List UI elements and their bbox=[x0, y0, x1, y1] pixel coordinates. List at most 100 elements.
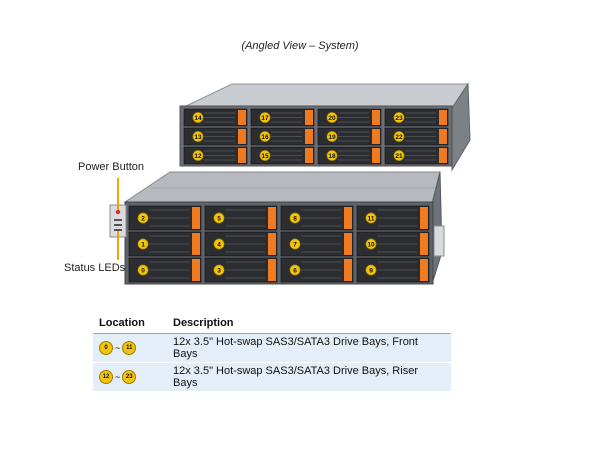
status-leds-label: Status LEDs bbox=[64, 262, 126, 274]
drive-bay[interactable]: 3 bbox=[204, 257, 278, 283]
table-row: 0~11 12x 3.5" Hot-swap SAS3/SATA3 Drive … bbox=[93, 333, 451, 363]
bay-number-badge bbox=[365, 238, 377, 250]
drive-release-handle[interactable] bbox=[420, 207, 428, 229]
bay-number-label: 21 bbox=[395, 153, 403, 160]
drive-bay[interactable]: 1 bbox=[128, 231, 202, 257]
bay-number-label: 1 bbox=[141, 241, 145, 248]
drive-release-handle[interactable] bbox=[238, 110, 246, 125]
drive-release-handle[interactable] bbox=[305, 129, 313, 144]
bay-number-badge bbox=[393, 150, 405, 162]
drive-release-handle[interactable] bbox=[372, 148, 380, 163]
right-rack-ear bbox=[433, 225, 445, 257]
drive-release-handle[interactable] bbox=[305, 110, 313, 125]
bay-number-label: 8 bbox=[293, 215, 297, 222]
bay-number-badge: 0 bbox=[99, 341, 113, 355]
description-header: Description bbox=[167, 313, 451, 334]
bay-number-badge bbox=[365, 264, 377, 276]
drive-release-handle[interactable] bbox=[372, 129, 380, 144]
range-separator: ~ bbox=[115, 343, 121, 353]
bay-number-label: 23 bbox=[395, 115, 403, 122]
bay-number-label: 2 bbox=[141, 215, 145, 222]
table-row: 12~23 12x 3.5" Hot-swap SAS3/SATA3 Drive… bbox=[93, 362, 451, 392]
bay-number-badge bbox=[393, 112, 405, 124]
bay-number-badge bbox=[289, 212, 301, 224]
bay-number-badge bbox=[192, 131, 204, 143]
bay-number-badge bbox=[259, 112, 271, 124]
drive-bay[interactable]: 0 bbox=[128, 257, 202, 283]
drive-release-handle[interactable] bbox=[439, 110, 447, 125]
drive-release-handle[interactable] bbox=[372, 110, 380, 125]
drive-bay[interactable]: 4 bbox=[204, 231, 278, 257]
status-led-indicator bbox=[114, 229, 122, 231]
bay-number-badge: 12 bbox=[99, 370, 113, 384]
drive-bay[interactable]: 12 bbox=[183, 146, 248, 165]
bay-number-badge bbox=[137, 212, 149, 224]
drive-bay[interactable]: 23 bbox=[384, 108, 449, 127]
power-button-icon[interactable] bbox=[115, 209, 121, 215]
drive-release-handle[interactable] bbox=[192, 207, 200, 229]
bay-number-label: 10 bbox=[367, 241, 375, 248]
drive-bay[interactable]: 10 bbox=[356, 231, 430, 257]
drive-bay[interactable]: 11 bbox=[356, 205, 430, 231]
drive-release-handle[interactable] bbox=[305, 148, 313, 163]
bay-number-badge: 11 bbox=[122, 341, 137, 355]
drive-bay[interactable]: 8 bbox=[280, 205, 354, 231]
drive-release-handle[interactable] bbox=[192, 259, 200, 281]
drive-release-handle[interactable] bbox=[439, 129, 447, 144]
bay-number-badge bbox=[213, 238, 225, 250]
bay-number-label: 13 bbox=[194, 134, 202, 141]
bay-number-label: 3 bbox=[217, 267, 221, 274]
location-cell: 0~11 bbox=[93, 333, 167, 363]
bay-number-label: 14 bbox=[194, 115, 202, 122]
drive-release-handle[interactable] bbox=[268, 233, 276, 255]
drive-release-handle[interactable] bbox=[268, 207, 276, 229]
drive-bay[interactable]: 6 bbox=[280, 257, 354, 283]
bay-number-label: 16 bbox=[261, 134, 269, 141]
drive-release-handle[interactable] bbox=[344, 207, 352, 229]
bay-number-label: 20 bbox=[328, 115, 336, 122]
drive-release-handle[interactable] bbox=[238, 148, 246, 163]
status-led-indicator bbox=[114, 219, 122, 221]
bay-number-label: 11 bbox=[368, 215, 375, 222]
drive-bay[interactable]: 19 bbox=[317, 127, 382, 146]
drive-release-handle[interactable] bbox=[420, 233, 428, 255]
drive-bay[interactable]: 17 bbox=[250, 108, 315, 127]
drive-release-handle[interactable] bbox=[344, 233, 352, 255]
bay-number-badge bbox=[289, 264, 301, 276]
drive-release-handle[interactable] bbox=[439, 148, 447, 163]
bay-number-badge bbox=[326, 150, 338, 162]
drive-bay[interactable]: 21 bbox=[384, 146, 449, 165]
drive-bay[interactable]: 14 bbox=[183, 108, 248, 127]
drive-release-handle[interactable] bbox=[238, 129, 246, 144]
drive-bay[interactable]: 22 bbox=[384, 127, 449, 146]
drive-bay[interactable]: 18 bbox=[317, 146, 382, 165]
range-separator: ~ bbox=[115, 372, 121, 382]
description-cell: 12x 3.5" Hot-swap SAS3/SATA3 Drive Bays,… bbox=[167, 362, 451, 392]
drive-release-handle[interactable] bbox=[268, 259, 276, 281]
drive-bay[interactable]: 7 bbox=[280, 231, 354, 257]
bay-number-label: 18 bbox=[328, 153, 336, 160]
bay-number-badge bbox=[326, 131, 338, 143]
drive-bay[interactable]: 5 bbox=[204, 205, 278, 231]
bay-number-label: 5 bbox=[217, 215, 221, 222]
drive-bay[interactable]: 16 bbox=[250, 127, 315, 146]
bay-number-badge: 23 bbox=[122, 370, 137, 384]
drive-bay[interactable]: 20 bbox=[317, 108, 382, 127]
bay-number-badge bbox=[326, 112, 338, 124]
drive-release-handle[interactable] bbox=[420, 259, 428, 281]
bay-number-label: 9 bbox=[369, 267, 373, 274]
drive-release-handle[interactable] bbox=[192, 233, 200, 255]
power-button-label: Power Button bbox=[78, 161, 145, 173]
bay-number-label: 17 bbox=[261, 115, 269, 122]
bay-number-label: 19 bbox=[328, 134, 336, 141]
drive-bay[interactable]: 15 bbox=[250, 146, 315, 165]
location-header: Location bbox=[93, 313, 167, 334]
drive-release-handle[interactable] bbox=[344, 259, 352, 281]
drive-bay[interactable]: 9 bbox=[356, 257, 430, 283]
drive-bay[interactable]: 13 bbox=[183, 127, 248, 146]
bay-number-badge bbox=[393, 131, 405, 143]
bay-number-label: 0 bbox=[141, 267, 145, 274]
drive-bay[interactable]: 2 bbox=[128, 205, 202, 231]
bay-number-badge bbox=[192, 150, 204, 162]
